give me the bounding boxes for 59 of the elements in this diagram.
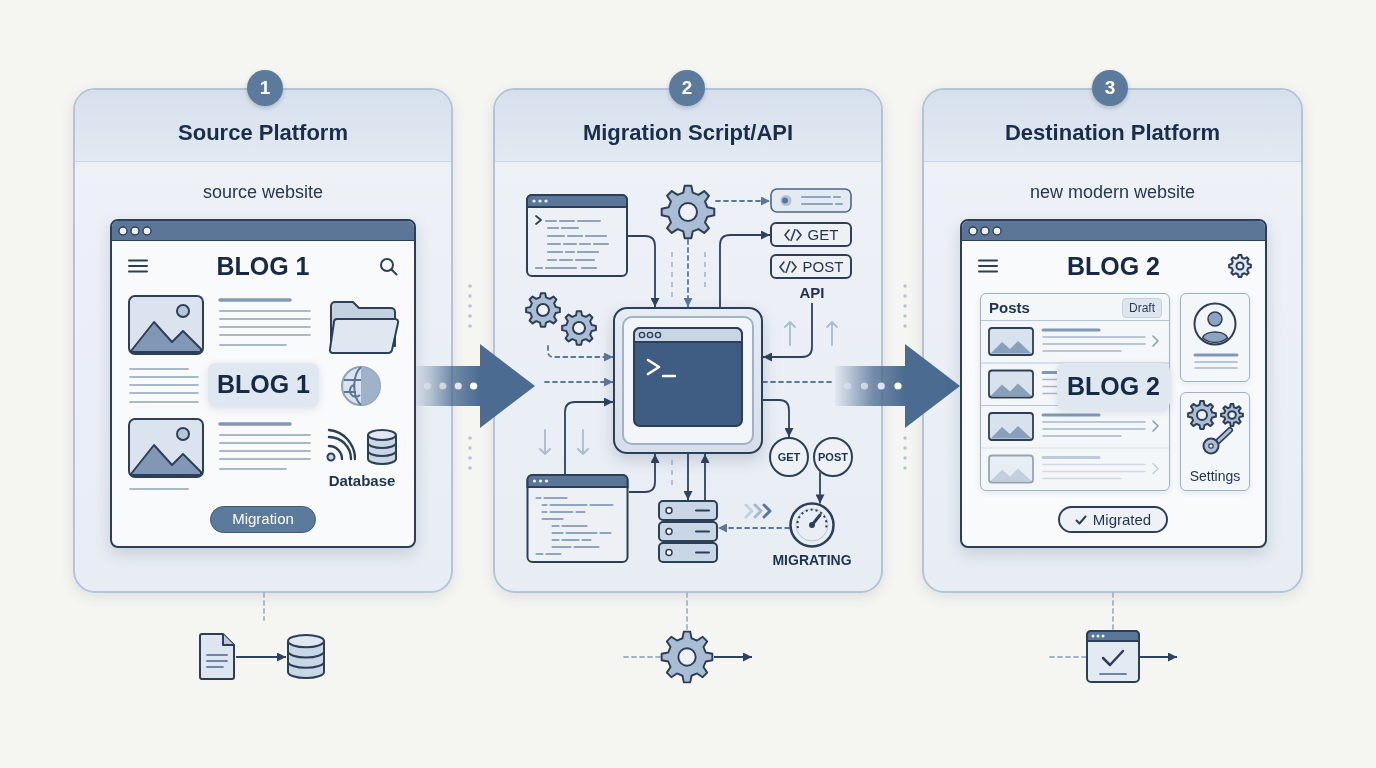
method-label: GET [807,225,839,244]
profile-card [1180,293,1250,382]
status-pill [1058,506,1168,533]
block-arrow [416,344,535,428]
blog-title: BLOG 2 [1066,251,1161,281]
blog-title: BLOG 1 [216,251,310,281]
dashed-arrow [715,196,771,206]
dashed-arrow [544,377,614,387]
gears-icon [524,292,598,346]
dotted-line [686,592,688,631]
arrow [713,652,753,662]
arrow [700,453,710,501]
arrow [762,302,813,362]
server-stack [658,500,718,563]
highlight-label: BLOG 2 [1057,363,1170,410]
dotted-line [1049,656,1087,658]
migration-button: Migration [210,506,316,533]
terminal-window [613,307,763,454]
arrow [719,230,771,308]
browser-window [110,219,416,548]
status-label: Migrated [1092,510,1152,529]
document-icon [198,633,236,680]
gear-icon [660,184,716,240]
browser-window [960,219,1267,548]
arrow [235,652,287,662]
card-label: Settings [1189,467,1241,485]
status-caption: MIGRATING [772,551,852,569]
block-arrow [835,344,960,428]
window-check-icon [1086,630,1140,683]
arrow [683,453,693,501]
code-editor-window [526,194,628,277]
database-icon [286,633,326,680]
dotted-line [623,656,661,658]
arrow [1139,652,1178,662]
arrow [628,453,660,493]
arrow [627,235,660,308]
panel-subtitle: source website [202,181,324,203]
draft-tag: Draft [1122,298,1162,318]
arrow [762,399,794,438]
dashed-arrow [717,523,791,533]
posts-card [980,293,1170,491]
api-label: API [795,283,829,303]
method-label: POST [802,257,844,276]
dashed-arrow [683,239,693,308]
api-method-box [770,254,852,279]
highlight-label: BLOG 1 [208,363,319,407]
settings-card [1180,392,1250,491]
gauge-icon [789,502,835,548]
icon-caption: Database [328,472,396,490]
gear-icon [660,630,714,684]
api-method-box [770,222,852,247]
dotted-line [263,592,265,621]
code-file-window [526,474,629,563]
panel-subtitle: new modern website [1029,181,1196,203]
dotted-line [1112,592,1114,631]
toggle-pill [770,188,852,213]
card-title: Posts [989,299,1030,317]
arrow [564,397,614,475]
arrow [815,471,825,505]
